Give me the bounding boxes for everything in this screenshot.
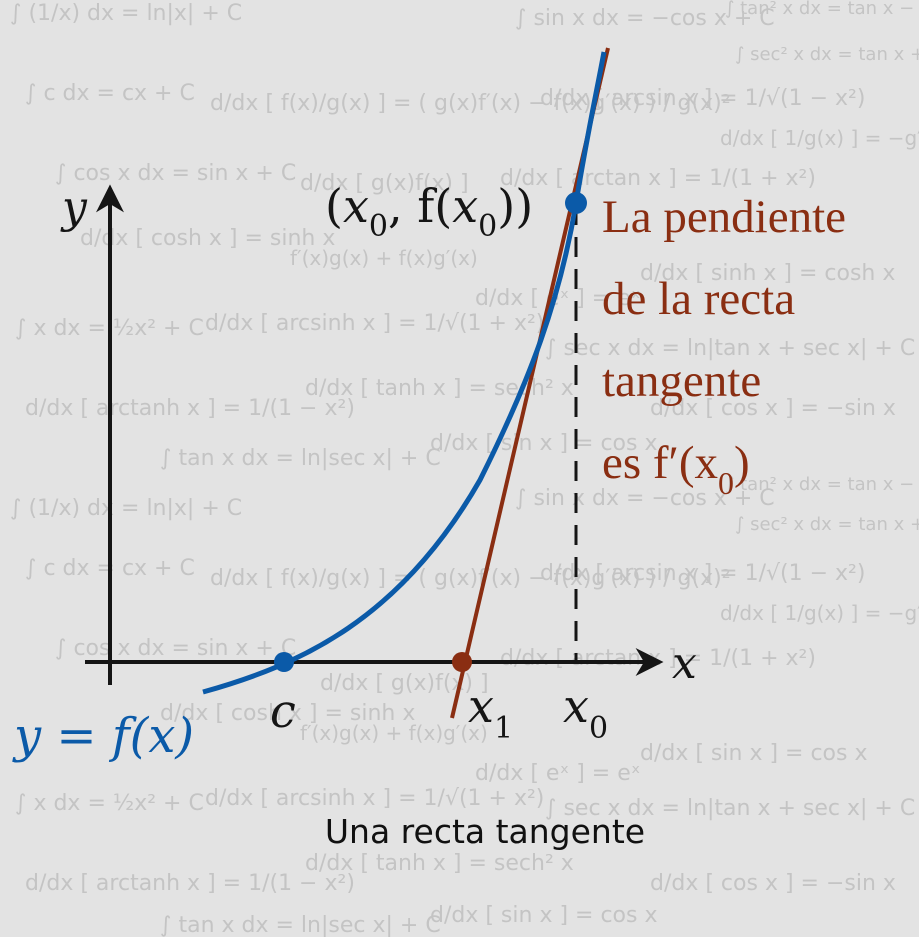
bg-formula: ∫ tan² x dx = tan x − x + C	[725, 0, 919, 19]
bg-formula: d/dx [ sin x ] = cos x	[640, 741, 868, 766]
root-label-c: c	[270, 684, 296, 738]
bg-formula: d/dx [ eˣ ] = eˣ	[475, 761, 641, 786]
bg-formula: ∫ tan x dx = ln|sec x| + C	[160, 913, 441, 937]
curve-label: y = f(x)	[12, 708, 194, 764]
bg-formula: d/dx [ arcsin x ] = 1/√(1 − x²)	[540, 561, 865, 586]
bg-formula: ∫ sec x dx = ln|tan x + sec x| + C	[545, 336, 915, 361]
bg-formula: ∫ (1/x) dx = ln|x| + C	[10, 496, 242, 521]
figure-caption: Una recta tangente	[324, 812, 646, 851]
bg-formula: ∫ sin x dx = −cos x + C	[515, 6, 775, 31]
bg-formula: d/dx [ tanh x ] = sech² x	[305, 851, 574, 876]
bg-formula: f′(x)g(x) + f(x)g′(x)	[290, 246, 478, 270]
x1-point	[452, 652, 472, 672]
bg-formula: d/dx [ 1/g(x) ] = −g′(x)/g(x)²	[720, 601, 919, 625]
root-point-c	[274, 652, 294, 672]
bg-formula: ∫ sec x dx = ln|tan x + sec x| + C	[545, 796, 915, 821]
bg-formula: d/dx [ 1/g(x) ] = −g′(x)/g(x)²	[720, 126, 919, 150]
tick-label-x1: x1	[468, 679, 513, 746]
tangency-point-label: (x0, f(x0))	[325, 179, 533, 244]
tangency-point	[565, 192, 587, 214]
bg-formula: d/dx [ cos x ] = −sin x	[650, 396, 896, 421]
bg-formula: d/dx [ arctanh x ] = 1/(1 − x²)	[25, 871, 355, 896]
x-axis-label: x	[672, 638, 697, 689]
bg-formula: ∫ sec² x dx = tan x + C	[735, 44, 919, 65]
slope-annotation-line-1: La pendiente	[602, 191, 846, 243]
bg-formula: d/dx [ sin x ] = cos x	[430, 431, 658, 456]
bg-formula: d/dx [ sin x ] = cos x	[430, 903, 658, 928]
bg-formula: d/dx [ g(x)f(x) ]	[300, 171, 469, 196]
bg-formula: ∫ x dx = ½x² + C	[15, 791, 204, 816]
bg-formula: d/dx [ cosh x ] = sinh x	[80, 226, 335, 251]
bg-formula: ∫ cos x dx = sin x + C	[55, 161, 296, 186]
bg-formula: d/dx [ arcsinh x ] = 1/√(1 + x²)	[205, 311, 544, 336]
bg-formula: d/dx [ arctanh x ] = 1/(1 − x²)	[25, 396, 355, 421]
bg-formula: f′(x)g(x) + f(x)g′(x)	[300, 721, 488, 745]
bg-formula: ∫ sec² x dx = tan x + C	[735, 514, 919, 535]
bg-formula: d/dx [ cos x ] = −sin x	[650, 871, 896, 896]
function-curve	[202, 51, 607, 695]
bg-formula: ∫ tan x dx = ln|sec x| + C	[160, 446, 441, 471]
bg-formula: d/dx [ sinh x ] = cosh x	[640, 261, 895, 286]
bg-formula: ∫ c dx = cx + C	[25, 81, 195, 106]
bg-formula: d/dx [ cosh x ] = sinh x	[160, 701, 415, 726]
bg-formula: ∫ tan² x dx = tan x − x + C	[725, 474, 919, 495]
y-axis-label: y	[60, 182, 88, 233]
slope-annotation-line-3: tangente	[602, 355, 761, 407]
slope-annotation-line-4: es f′(x0)	[602, 437, 750, 501]
bg-formula: ∫ sin x dx = −cos x + C	[515, 486, 775, 511]
bg-formula: d/dx [ f(x)/g(x) ] = ( g(x)f′(x) − f(x)g…	[210, 91, 731, 116]
slope-annotation-line-2: de la recta	[602, 273, 795, 325]
bg-formula: ∫ cos x dx = sin x + C	[55, 636, 296, 661]
bg-formula: d/dx [ arctan x ] = 1/(1 + x²)	[500, 166, 816, 191]
bg-formula: ∫ (1/x) dx = ln|x| + C	[10, 1, 242, 26]
bg-formula: d/dx [ arcsinh x ] = 1/√(1 + x²)	[205, 786, 544, 811]
bg-formula: d/dx [ f(x)/g(x) ] = ( g(x)f′(x) − f(x)g…	[210, 566, 731, 591]
tick-label-x0: x0	[563, 679, 608, 746]
